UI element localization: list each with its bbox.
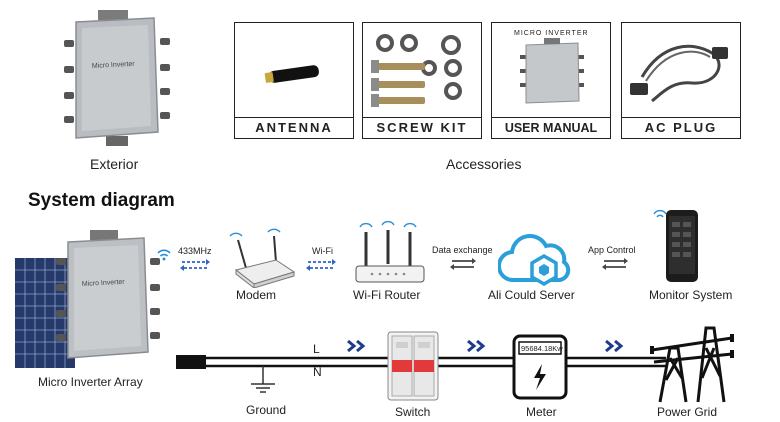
accessories-label: Accessories xyxy=(446,156,522,172)
micro-inverter-icon: Micro Inverter xyxy=(56,228,160,368)
flow-chevron-icon xyxy=(604,339,626,353)
exterior-inverter-image: Micro Inverter xyxy=(62,8,172,148)
screw-kit-icon xyxy=(363,23,480,119)
antenna-icon xyxy=(235,23,352,119)
power-grid-icon xyxy=(650,318,734,404)
modem-icon xyxy=(228,228,296,288)
meter-reading: 95684.18Kw xyxy=(521,344,563,353)
accessory-ac-plug: AC PLUG xyxy=(621,22,741,139)
svg-text:Micro Inverter: Micro Inverter xyxy=(92,61,136,70)
modem-label: Modem xyxy=(236,288,277,302)
accessory-ac-plug-label: AC PLUG xyxy=(622,117,740,138)
neutral-wire-label: N xyxy=(313,365,322,379)
exterior-label: Exterior xyxy=(90,156,139,172)
user-manual-icon: MICRO INVERTER xyxy=(492,23,609,119)
link-wifi-arrows-icon xyxy=(306,258,336,272)
ground-label: Ground xyxy=(246,403,287,417)
svg-text:Micro Inverter: Micro Inverter xyxy=(82,279,126,288)
accessory-screw-kit: SCREW KIT xyxy=(362,22,482,139)
accessory-antenna-label: ANTENNA xyxy=(235,117,353,138)
switch-icon xyxy=(386,330,440,402)
link-433mhz-arrows-icon xyxy=(180,258,210,272)
micro-inverter-array-label: Micro Inverter Array xyxy=(38,375,143,389)
link-data-exchange-label: Data exchange xyxy=(432,245,493,255)
link-wifi-label: Wi-Fi xyxy=(312,246,333,256)
link-app-control-arrows-icon xyxy=(602,257,628,271)
monitor-system-label: Monitor System xyxy=(649,288,733,302)
system-diagram-title: System diagram xyxy=(28,190,175,211)
accessory-antenna: ANTENNA xyxy=(234,22,354,139)
link-433mhz-label: 433MHz xyxy=(178,246,212,256)
manual-inner-title: MICRO INVERTER xyxy=(514,30,589,37)
meter-icon xyxy=(512,334,568,400)
flow-chevron-icon xyxy=(346,339,368,353)
link-app-control-label: App Control xyxy=(588,245,636,255)
accessory-user-manual-label: USER MANUAL xyxy=(492,117,610,138)
ac-plug-icon xyxy=(622,23,739,119)
link-data-exchange-arrows-icon xyxy=(450,257,476,271)
wifi-router-icon xyxy=(352,220,428,286)
power-grid-label: Power Grid xyxy=(657,405,718,419)
monitor-system-icon xyxy=(652,206,702,286)
accessory-user-manual: MICRO INVERTER USER MANUAL xyxy=(491,22,611,139)
flow-chevron-icon xyxy=(466,339,488,353)
live-wire-label: L xyxy=(313,342,320,356)
switch-label: Switch xyxy=(395,405,431,419)
ground-icon xyxy=(248,366,278,398)
accessory-screw-kit-label: SCREW KIT xyxy=(363,117,481,138)
wifi-router-label: Wi-Fi Router xyxy=(353,288,421,302)
cloud-server-icon xyxy=(498,232,574,286)
inverter-wifi-icon xyxy=(156,247,172,261)
solar-panel-icon xyxy=(15,258,75,368)
meter-label: Meter xyxy=(526,405,557,419)
cloud-server-label: Ali Could Server xyxy=(488,288,575,302)
